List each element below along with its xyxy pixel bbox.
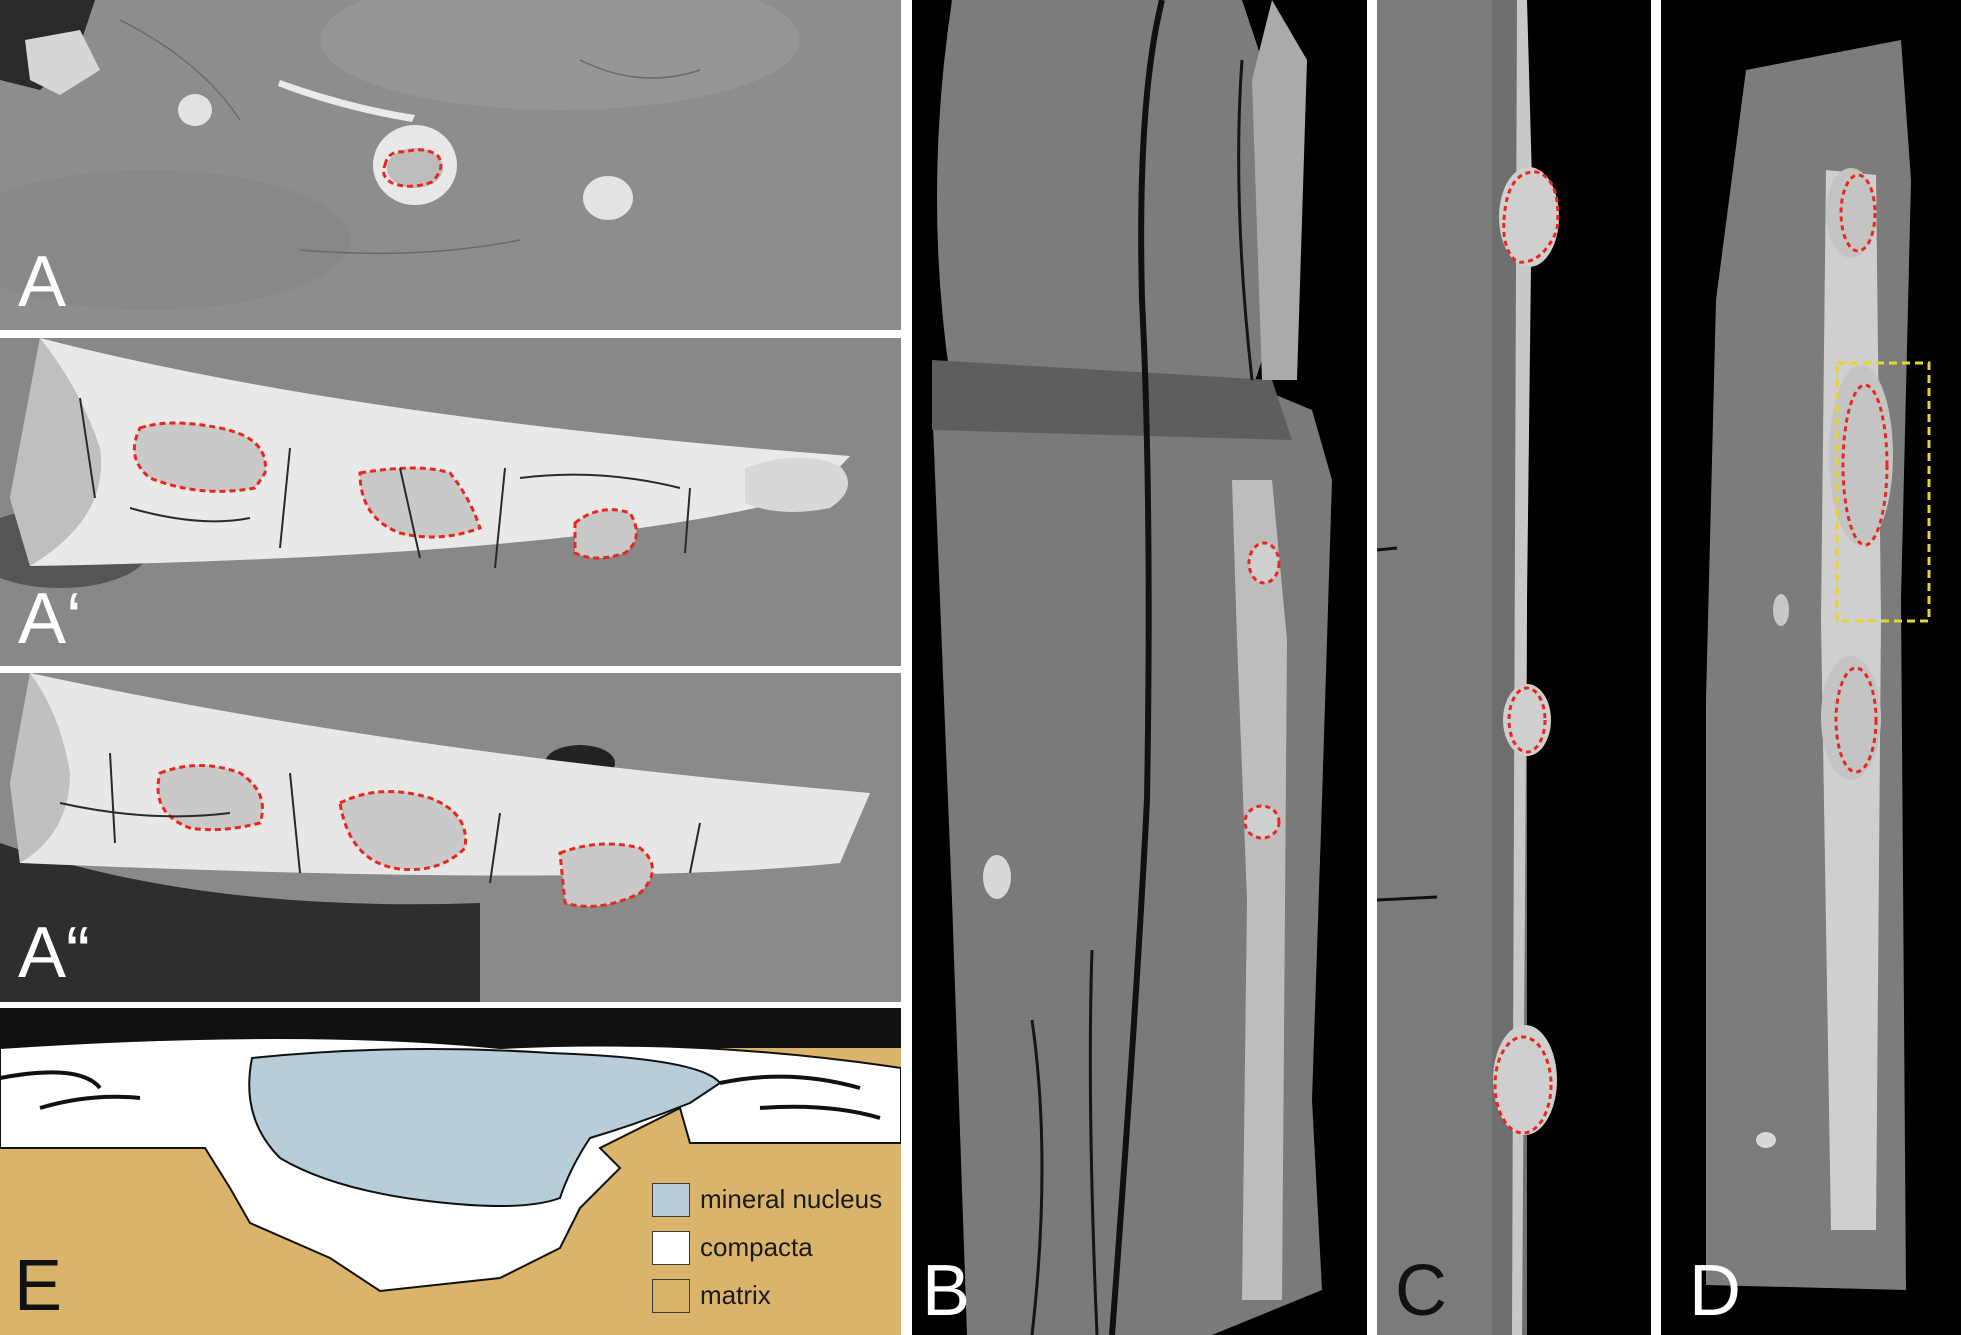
nucleus-outline (1247, 541, 1281, 585)
legend-swatch-matrix (652, 1279, 690, 1313)
nucleus-outline (358, 466, 482, 539)
panel-label-a-double-prime: A“ (18, 913, 90, 993)
nucleus-outline (382, 148, 443, 188)
panel-label-e: E (14, 1246, 63, 1326)
nucleus-outline (1507, 686, 1547, 754)
panel-label-d: D (1689, 1251, 1741, 1331)
nucleus-outline (1839, 173, 1877, 253)
legend-label-compacta: compacta (700, 1232, 813, 1262)
panel-label-b: B (922, 1251, 971, 1331)
panel-label-c: C (1395, 1251, 1447, 1331)
legend-swatch-mineral-nucleus (652, 1183, 690, 1217)
legend-item-compacta: compacta (652, 1228, 892, 1270)
panel-b: B (912, 0, 1367, 1335)
panel-a-double-prime: A“ (0, 673, 901, 1002)
panel-a-image (0, 0, 901, 330)
panel-label-a-prime: A‘ (18, 579, 83, 659)
legend-item-matrix: matrix (652, 1276, 892, 1318)
nucleus-outline (1243, 804, 1281, 840)
panel-label-a: A (18, 242, 67, 322)
nucleus-outline (1502, 170, 1560, 264)
legend-swatch-compacta (652, 1231, 690, 1265)
panel-d-image (1661, 0, 1961, 1335)
nucleus-outline (132, 421, 267, 493)
nucleus-outline (573, 508, 638, 560)
legend-item-mineral-nucleus: mineral nucleus (652, 1180, 892, 1222)
panel-b-image (912, 0, 1367, 1335)
legend-label-mineral-nucleus: mineral nucleus (700, 1184, 883, 1214)
legend-label-matrix: matrix (700, 1280, 771, 1310)
panel-c: C (1377, 0, 1651, 1335)
panel-c-image (1377, 0, 1651, 1335)
nucleus-outline (1834, 666, 1878, 774)
nucleus-area (248, 1048, 722, 1207)
panel-e: mineral nucleus compacta matrix E (0, 1008, 901, 1335)
panel-a-prime-image (0, 338, 901, 666)
panel-a-double-prime-image (0, 673, 901, 1002)
nucleus-outline (338, 790, 468, 872)
panel-d: D (1661, 0, 1961, 1335)
nucleus-outline (558, 842, 654, 908)
nucleus-outline (1493, 1035, 1553, 1135)
panel-a-prime: A‘ (0, 338, 901, 666)
panel-e-drawing (0, 1008, 901, 1335)
nucleus-outline (1841, 383, 1889, 547)
panel-a: A (0, 0, 901, 330)
region-of-interest-box (1835, 361, 1931, 623)
